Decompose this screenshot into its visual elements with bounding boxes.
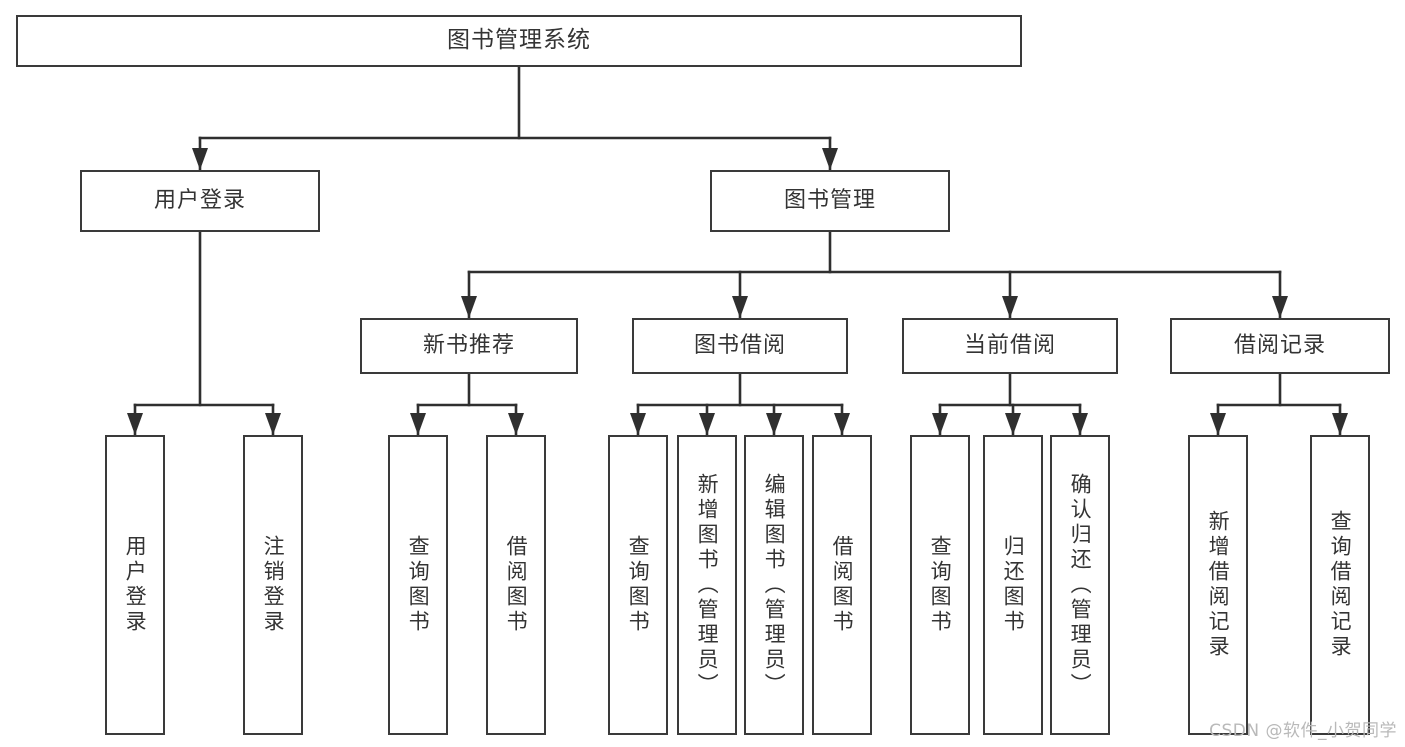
arrowhead-current-borrow-to-leaf-return-book [1005,413,1021,435]
node-leaf-borrow-book-label: 借阅图书 [830,535,855,635]
arrowhead-new-book-rec-to-leaf-borrow-book-rec [508,413,524,435]
node-leaf-user-login[interactable]: 用户登录 [105,435,165,735]
node-book-manage[interactable]: 图书管理 [710,170,950,232]
watermark: CSDN @软件_小贺同学 [1209,721,1397,741]
arrowhead-book-manage-to-current-borrow [1002,296,1018,318]
node-leaf-query-record[interactable]: 查询借阅记录 [1310,435,1370,735]
arrowhead-borrow-record-to-leaf-add-record [1210,413,1226,435]
node-leaf-query-record-label: 查询借阅记录 [1328,510,1353,660]
node-borrow-record-label: 借阅记录 [1233,332,1326,358]
node-current-borrow[interactable]: 当前借阅 [902,318,1118,374]
node-leaf-return-book[interactable]: 归还图书 [983,435,1043,735]
arrowhead-book-manage-to-borrow-record [1272,296,1288,318]
node-leaf-query-book-rec-label: 查询图书 [406,535,431,635]
node-book-borrow-label: 图书借阅 [693,332,786,358]
node-leaf-user-login-label: 用户登录 [123,535,148,635]
node-leaf-add-record[interactable]: 新增借阅记录 [1188,435,1248,735]
node-leaf-borrow-book-rec[interactable]: 借阅图书 [486,435,546,735]
arrowhead-book-borrow-to-leaf-query-book-borrow [630,413,646,435]
arrowhead-book-borrow-to-leaf-edit-book [766,413,782,435]
node-leaf-query-book-rec[interactable]: 查询图书 [388,435,448,735]
arrowhead-book-borrow-to-leaf-add-book [699,413,715,435]
node-user-login[interactable]: 用户登录 [80,170,320,232]
node-borrow-record[interactable]: 借阅记录 [1170,318,1390,374]
node-leaf-return-book-label: 归还图书 [1001,535,1026,635]
node-leaf-user-logout-label: 注销登录 [261,535,286,635]
arrowhead-current-borrow-to-leaf-query-book-current [932,413,948,435]
arrowhead-book-manage-to-new-book-rec [461,296,477,318]
node-leaf-query-book-current[interactable]: 查询图书 [910,435,970,735]
node-leaf-query-book-borrow-label: 查询图书 [626,535,651,635]
arrowhead-root-to-user-login [192,148,208,170]
arrowhead-new-book-rec-to-leaf-query-book-rec [410,413,426,435]
node-leaf-add-record-label: 新增借阅记录 [1206,510,1231,660]
arrowhead-root-to-book-manage [822,148,838,170]
node-book-manage-label: 图书管理 [783,187,876,213]
node-leaf-edit-book[interactable]: 编辑图书（管理员） [744,435,804,735]
node-new-book-rec[interactable]: 新书推荐 [360,318,578,374]
node-leaf-borrow-book-rec-label: 借阅图书 [504,535,529,635]
node-leaf-add-book[interactable]: 新增图书（管理员） [677,435,737,735]
node-root[interactable]: 图书管理系统 [16,15,1022,67]
node-root-label: 图书管理系统 [447,27,591,54]
node-leaf-add-book-label: 新增图书（管理员） [695,472,720,698]
node-leaf-query-book-borrow[interactable]: 查询图书 [608,435,668,735]
node-user-login-label: 用户登录 [153,187,246,213]
arrowhead-book-borrow-to-leaf-borrow-book [834,413,850,435]
arrowhead-user-login-to-leaf-user-logout [265,413,281,435]
node-leaf-borrow-book[interactable]: 借阅图书 [812,435,872,735]
arrowhead-current-borrow-to-leaf-confirm-return [1072,413,1088,435]
node-leaf-confirm-return[interactable]: 确认归还（管理员） [1050,435,1110,735]
arrowhead-borrow-record-to-leaf-query-record [1332,413,1348,435]
node-new-book-rec-label: 新书推荐 [422,332,515,358]
node-book-borrow[interactable]: 图书借阅 [632,318,848,374]
arrowhead-user-login-to-leaf-user-login [127,413,143,435]
node-leaf-confirm-return-label: 确认归还（管理员） [1068,472,1093,698]
node-leaf-query-book-current-label: 查询图书 [928,535,953,635]
arrowhead-book-manage-to-book-borrow [732,296,748,318]
node-leaf-edit-book-label: 编辑图书（管理员） [762,472,787,698]
node-current-borrow-label: 当前借阅 [963,332,1056,358]
node-leaf-user-logout[interactable]: 注销登录 [243,435,303,735]
